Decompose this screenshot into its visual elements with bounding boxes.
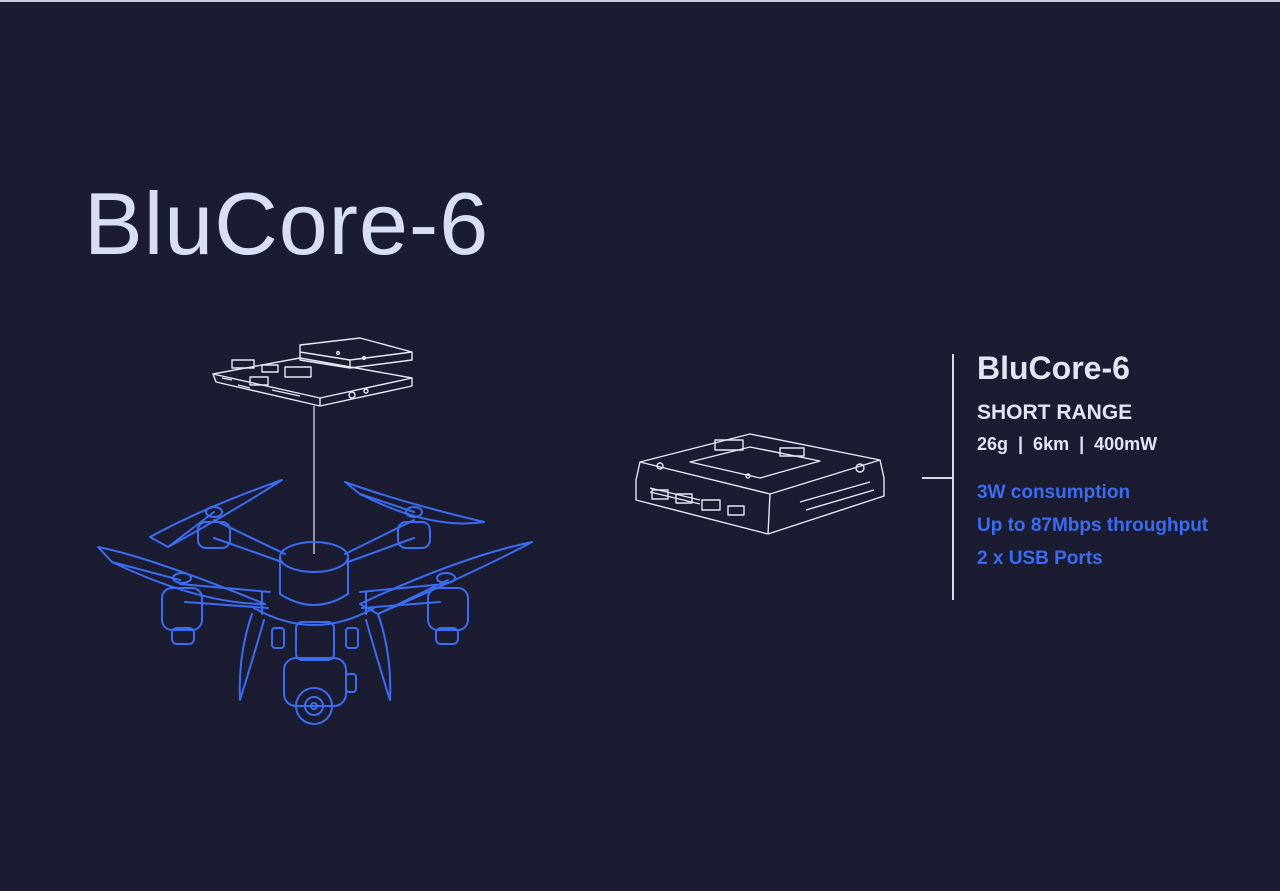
spec-connector-line	[922, 477, 953, 479]
spec-feature-list: 3W consumption Up to 87Mbps throughput 2…	[977, 476, 1272, 575]
spec-feature-consumption: 3W consumption	[977, 482, 1131, 503]
spec-panel: BluCore-6 SHORT RANGE 26g | 6km | 400mW …	[977, 348, 1272, 575]
spec-range: SHORT RANGE	[977, 401, 1133, 424]
spec-feature-throughput: Up to 87Mbps throughput	[977, 515, 1209, 536]
spec-product-name: BluCore-6	[977, 350, 1130, 386]
spec-feature-usb-ports: 2 x USB Ports	[977, 548, 1103, 569]
circuit-board-icon	[212, 337, 413, 554]
hero-title: BluCore-6	[84, 174, 490, 273]
module-enclosure-icon	[635, 433, 885, 535]
spec-metrics: 26g | 6km | 400mW	[977, 434, 1158, 454]
spec-divider	[952, 354, 954, 600]
drone-icon	[97, 479, 533, 725]
